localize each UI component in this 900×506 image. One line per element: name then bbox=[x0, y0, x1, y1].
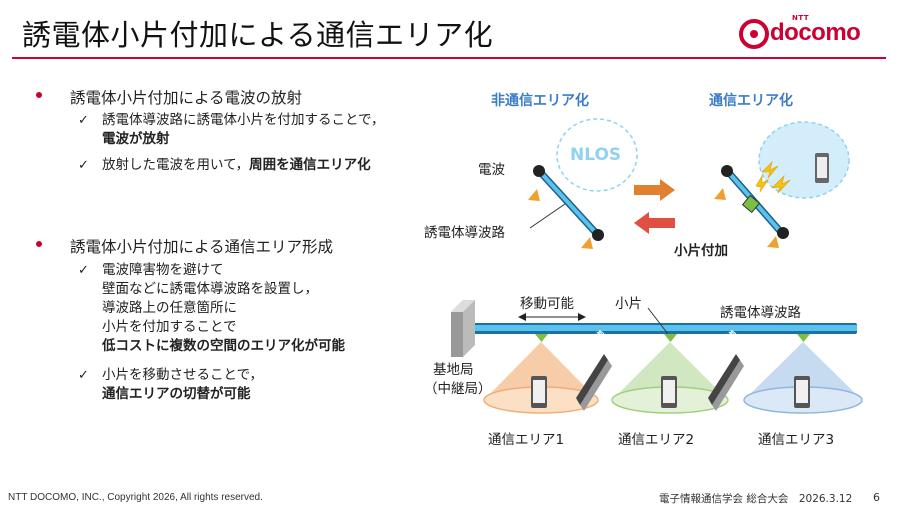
chip-block bbox=[741, 194, 761, 214]
check-icon: ✓ bbox=[78, 158, 89, 173]
obstacle-wall-1 bbox=[576, 354, 612, 411]
non-area-label: 非通信エリア化 bbox=[491, 93, 589, 109]
guide-label: 誘電体導波路 bbox=[424, 225, 505, 241]
footer-event: 電子情報通信学会 総合大会 2026.3.12 bbox=[659, 493, 853, 505]
nlos-label: NLOS bbox=[570, 145, 622, 165]
base-station-icon bbox=[451, 300, 475, 357]
check-icon: ✓ bbox=[78, 263, 89, 278]
logo-wordmark: docomo bbox=[770, 19, 861, 46]
wave-arrow-icon bbox=[514, 180, 593, 249]
bullet-dot bbox=[36, 241, 42, 247]
relay-station-label: （中継局） bbox=[424, 381, 492, 397]
phone-icon bbox=[794, 376, 810, 408]
wave-arrow-icon bbox=[703, 180, 779, 248]
covered-area bbox=[758, 121, 850, 199]
chip-label: 小片 bbox=[615, 296, 642, 312]
transition-arrows bbox=[634, 179, 675, 234]
docomo-mark-icon bbox=[739, 19, 769, 49]
waveguide-left bbox=[533, 165, 604, 241]
area3-label: 通信エリア3 bbox=[758, 432, 835, 448]
obstacle-wall-2 bbox=[708, 354, 744, 411]
phone-icon bbox=[531, 376, 547, 408]
guide-pointer-line bbox=[529, 203, 566, 229]
guide-label-2: 誘電体導波路 bbox=[720, 305, 801, 321]
base-station-label: 基地局 bbox=[433, 362, 474, 378]
phone-icon bbox=[815, 153, 829, 183]
movable-arrow bbox=[518, 313, 586, 321]
page-number: 6 bbox=[873, 491, 880, 504]
chip-markers bbox=[535, 334, 810, 342]
nlos-area-outline bbox=[556, 118, 638, 192]
chip-pointer-line bbox=[647, 307, 669, 335]
area-label: 通信エリア化 bbox=[709, 93, 793, 109]
area1-label: 通信エリア1 bbox=[488, 432, 565, 448]
logo-ntt: NTT bbox=[792, 14, 810, 22]
docomo-logo: NTT docomo bbox=[736, 14, 876, 50]
movable-label: 移動可能 bbox=[520, 296, 574, 312]
title-divider bbox=[12, 57, 886, 59]
phone-icon bbox=[661, 376, 677, 408]
area2-label: 通信エリア2 bbox=[618, 432, 695, 448]
radiation-bolt-icon bbox=[755, 161, 791, 194]
waveguide-right bbox=[721, 165, 789, 239]
check-icon: ✓ bbox=[78, 113, 89, 128]
chip-add-label: 小片付加 bbox=[674, 243, 728, 259]
footer-copyright: NTT DOCOMO, INC., Copyright 2026, All ri… bbox=[8, 492, 263, 503]
page-title: 誘電体小片付加による通信エリア化 bbox=[22, 18, 494, 52]
check-icon: ✓ bbox=[78, 368, 89, 383]
wave-label: 電波 bbox=[478, 162, 505, 178]
bullet-dot bbox=[36, 92, 42, 98]
